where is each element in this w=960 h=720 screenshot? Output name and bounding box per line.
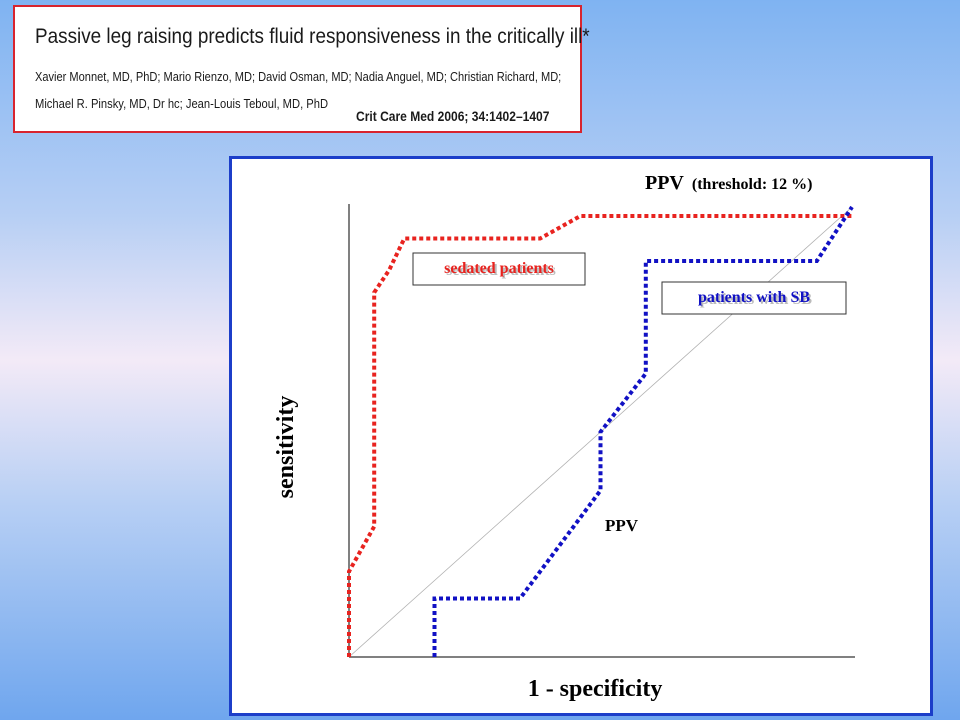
legend-label-sedated: sedated patients [444,260,554,277]
y-axis-label: sensitivity [273,396,299,499]
x-axis-label: 1 - specificity [528,676,663,702]
citation-journal: Crit Care Med 2006; 34:1402–1407 [356,108,550,124]
citation-box: Passive leg raising predicts fluid respo… [13,5,590,133]
chart-title-threshold: (threshold: 12 %) [692,176,813,193]
chart-title-main: PPV [645,172,684,194]
citation-title: Passive leg raising predicts fluid respo… [35,25,590,48]
annotation-label: PPV [605,516,639,535]
chart-title: PPV (threshold: 12 %) [645,172,812,194]
legend-shadow-sb: patients with SB [700,291,812,308]
citation-authors-line2: Michael R. Pinsky, MD, Dr hc; Jean-Louis… [35,97,329,111]
legend-box-sedated [412,252,586,286]
legend-shadow-sedated: sedated patients [446,262,556,279]
roc-curve-sb [432,205,854,657]
legend-box-sb [661,281,847,315]
legend-label-sb: patients with SB [698,289,810,306]
citation-authors-line1: Xavier Monnet, MD, PhD; Mario Rienzo, MD… [35,70,562,84]
